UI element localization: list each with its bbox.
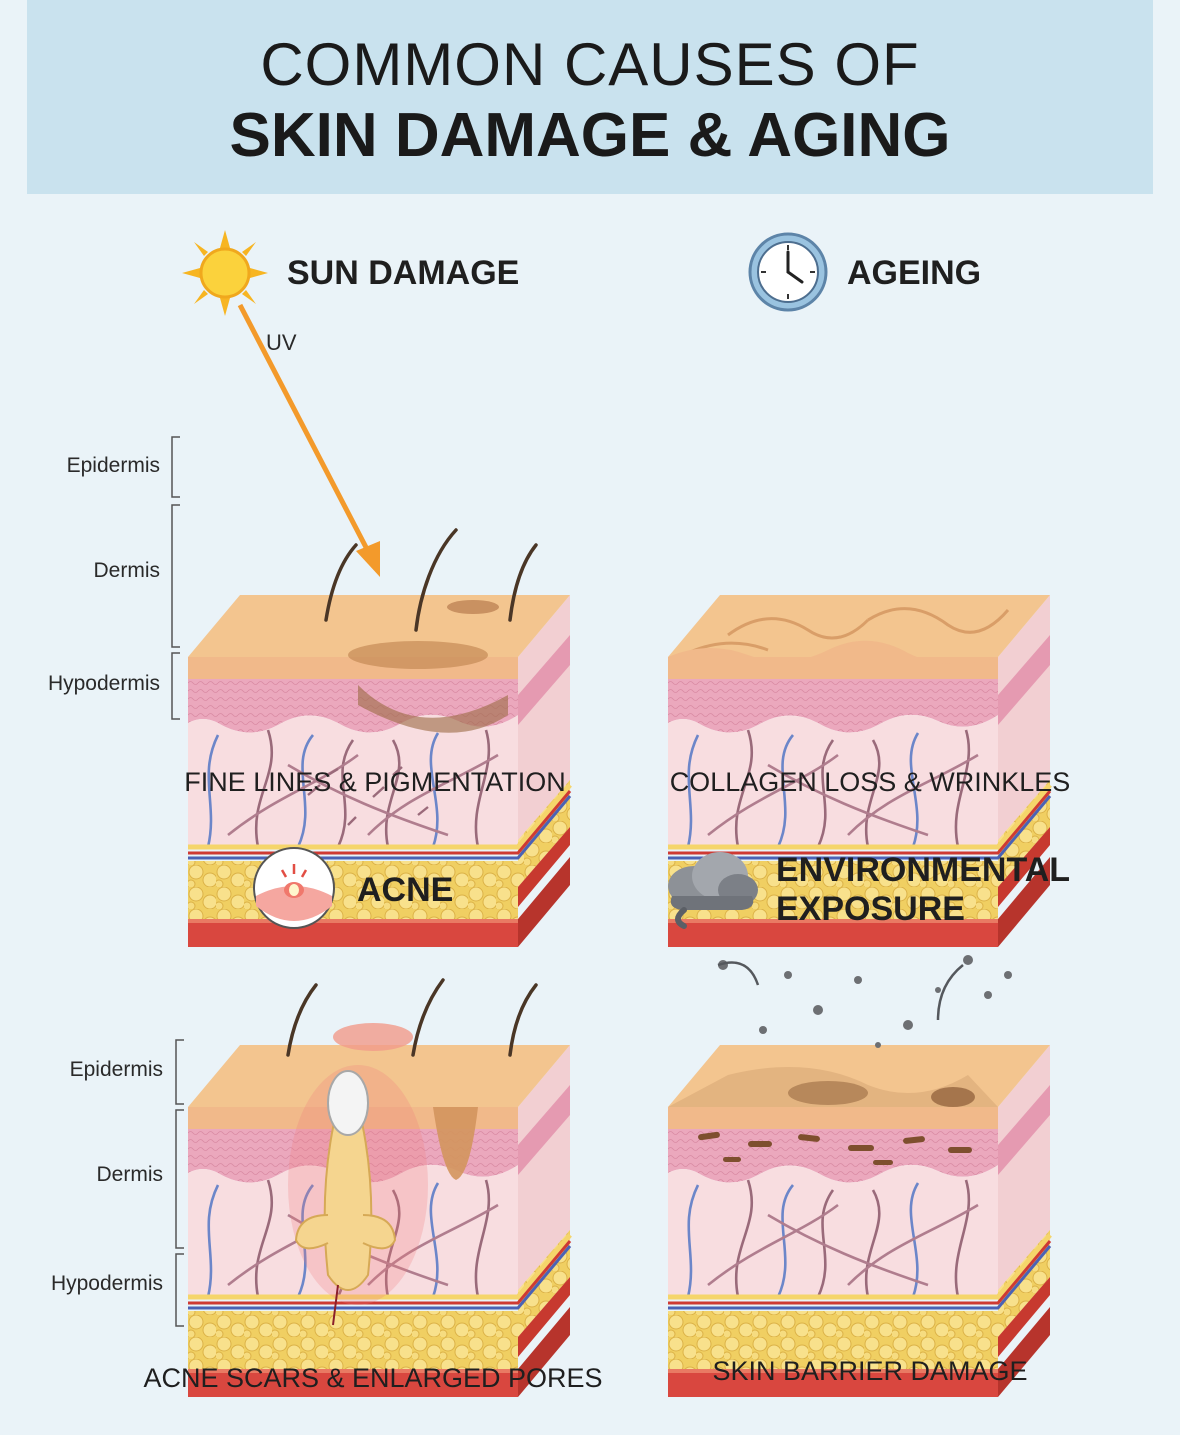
clock-icon	[748, 232, 828, 312]
skin-block-environmental	[668, 955, 1068, 1405]
pigment-spot	[348, 641, 488, 669]
panel-acne: ACNE Epidermis Dermis Hypodermis ACNE SC…	[0, 830, 603, 1430]
skin-block-ageing	[668, 535, 1068, 955]
panel-title-sun-damage: SUN DAMAGE	[287, 254, 520, 292]
skin-block-sun	[188, 528, 588, 955]
layer-bracket	[171, 436, 180, 720]
panel-environmental: ENVIRONMENTAL EXPOSURE SKIN	[590, 830, 1150, 1430]
caption-environmental: SKIN BARRIER DAMAGE	[712, 1356, 1028, 1386]
label-hypodermis: Hypodermis	[47, 672, 160, 695]
label-epidermis: Epidermis	[66, 454, 160, 477]
title-line-2: SKIN DAMAGE & AGING	[229, 101, 951, 170]
skin-block-acne	[188, 978, 588, 1405]
caption-ageing: COLLAGEN LOSS & WRINKLES	[669, 767, 1071, 797]
panel-title-environmental-1: ENVIRONMENTAL	[776, 851, 1071, 889]
uv-label: UV	[266, 330, 297, 355]
uv-arrow	[237, 303, 380, 577]
header-banner: COMMON CAUSES OF SKIN DAMAGE & AGING	[27, 0, 1153, 194]
panel-sun-damage: SUN DAMAGE UV Epidermis Dermis Hypodermi…	[0, 220, 560, 820]
sun-icon	[182, 230, 268, 316]
storm-cloud-icon	[668, 852, 758, 929]
title-line-1: COMMON CAUSES OF	[260, 31, 920, 98]
pus-head	[327, 1070, 369, 1136]
label-epidermis-acne: Epidermis	[69, 1058, 163, 1081]
pimple-icon	[253, 847, 335, 929]
panel-title-environmental-2: EXPOSURE	[776, 890, 965, 928]
caption-acne: ACNE SCARS & ENLARGED PORES	[143, 1363, 603, 1393]
caption-sun-damage: FINE LINES & PIGMENTATION	[184, 767, 566, 797]
layer-bracket-acne	[175, 1039, 184, 1327]
label-hypodermis-acne: Hypodermis	[50, 1272, 163, 1295]
panel-title-acne: ACNE	[357, 871, 454, 909]
panel-ageing: AGEING COLLAGEN LOSS & WRINKLES	[590, 220, 1150, 820]
label-dermis-acne: Dermis	[96, 1163, 164, 1186]
panel-title-ageing: AGEING	[847, 254, 982, 292]
label-dermis: Dermis	[93, 559, 161, 582]
